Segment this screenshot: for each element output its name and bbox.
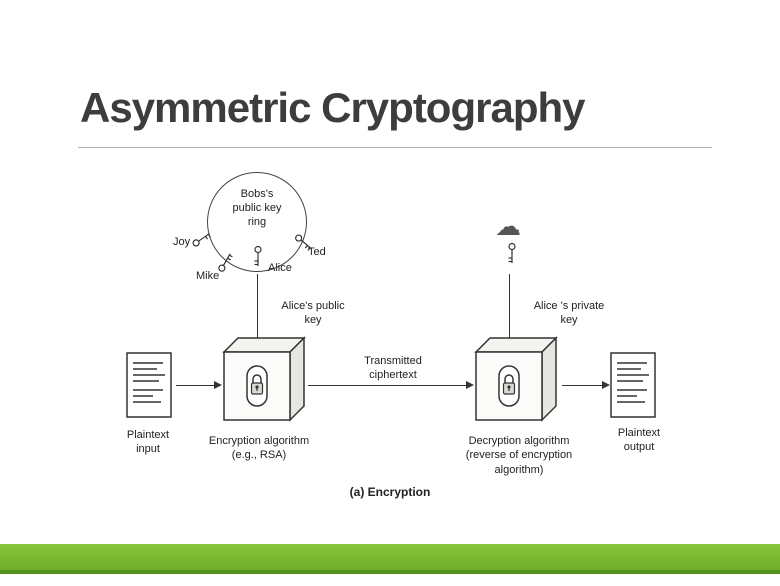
private-key-icon [502,242,520,264]
ted-key-icon [289,229,317,257]
private-key-label: Alice 's private key [533,300,605,327]
input-arrow-line [176,385,216,386]
encryption-label: Encryption algorithm (e.g., RSA) [208,435,310,462]
private-key-arrow-line [509,274,510,344]
input-arrow-head [214,381,222,389]
name-alice: Alice [268,262,292,274]
decryption-box [474,336,558,429]
plaintext-input-document-icon [126,352,172,423]
output-arrow-line [562,385,604,386]
key-ring-circle: Bobs's public key ring [207,172,307,272]
cloud-icon: ☁ [495,212,521,242]
plaintext-output-document-icon [610,352,656,423]
alice-key-icon [248,245,266,267]
name-ted: Ted [308,246,326,258]
output-arrow-head [602,381,610,389]
mike-key-icon [213,249,240,277]
footer-accent-bar [0,544,780,574]
plaintext-input-label: Plaintext input [126,429,170,456]
title-divider [78,147,712,148]
ciphertext-arrow-line [308,385,468,386]
slide-title: Asymmetric Cryptography [80,84,585,131]
transmitted-ciphertext-label: Transmitted ciphertext [364,355,422,382]
name-joy: Joy [173,236,191,248]
encryption-box [222,336,306,429]
decryption-label: Decryption algorithm (reverse of encrypt… [465,435,573,476]
public-key-label: Alice's public key [281,300,345,327]
joy-key-icon [188,226,216,253]
key-ring-label: Bobs's public key ring [232,188,282,228]
diagram-caption: (a) Encryption [349,485,431,499]
plaintext-output-label: Plaintext output [617,427,661,454]
ciphertext-arrow-head [466,381,474,389]
name-mike: Mike [196,270,220,282]
public-key-arrow-line [257,274,258,344]
